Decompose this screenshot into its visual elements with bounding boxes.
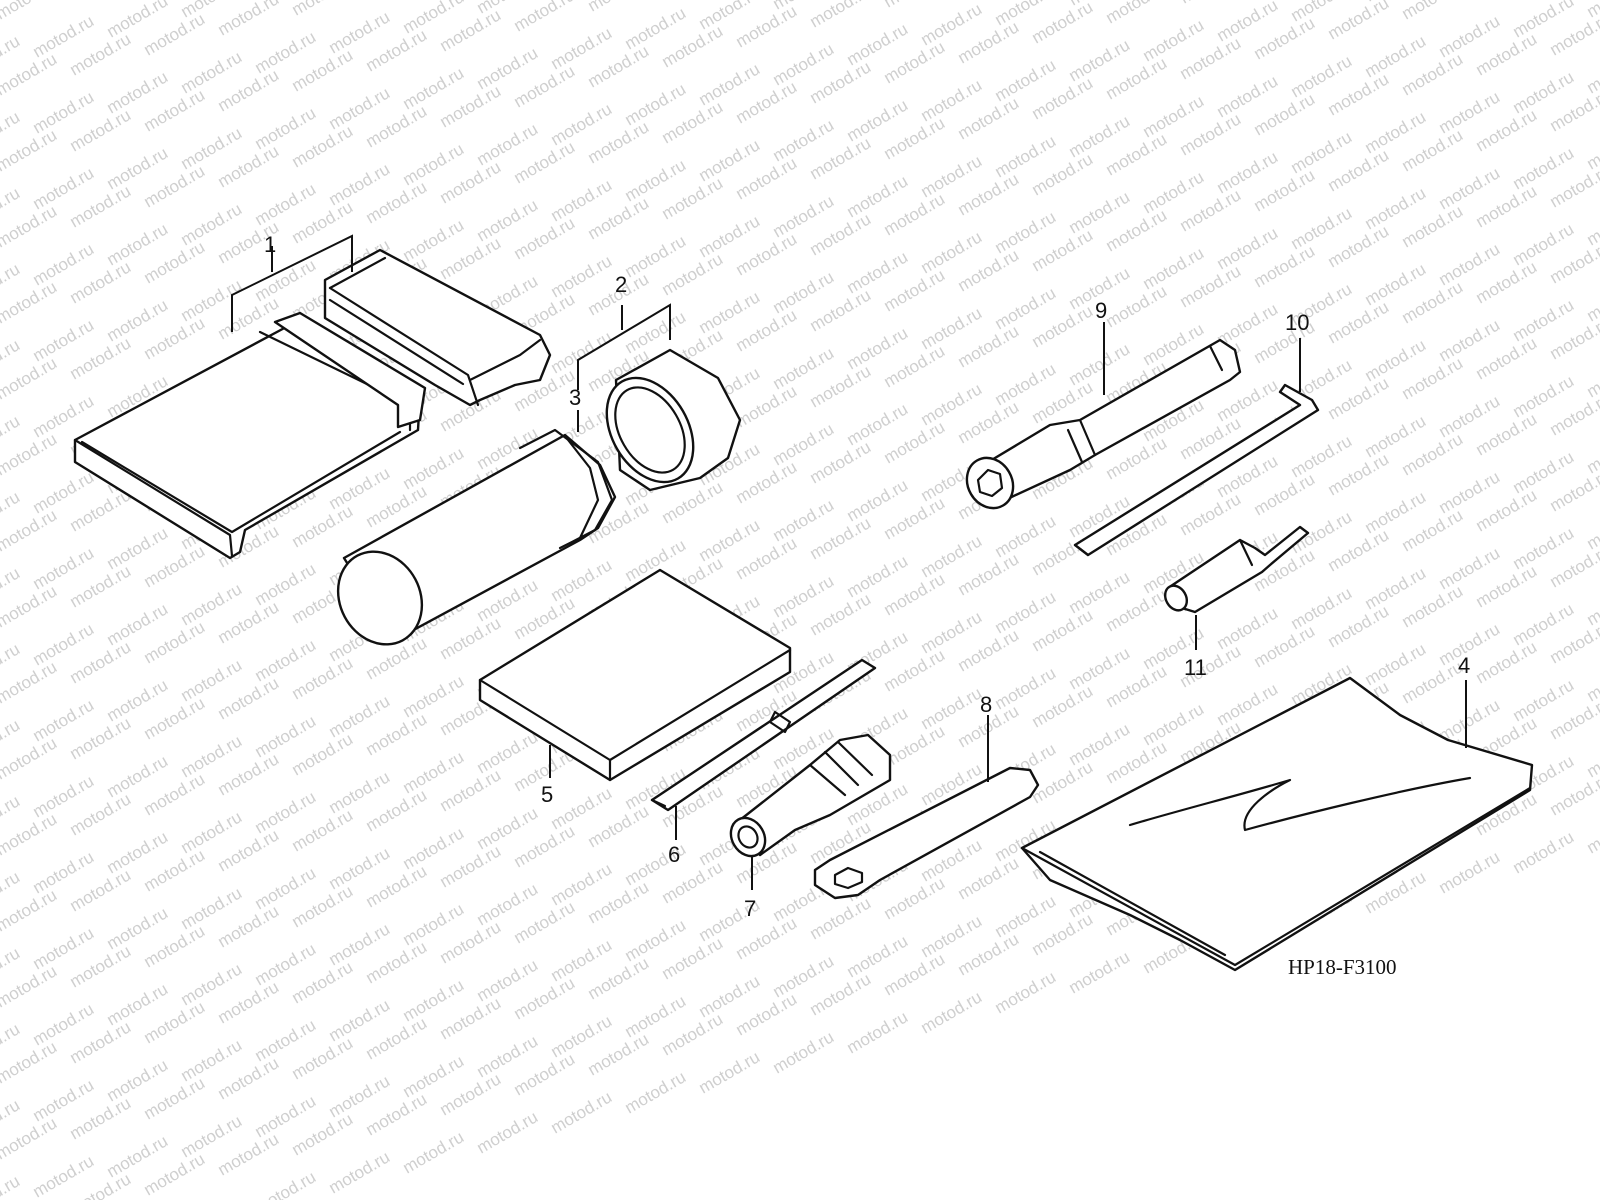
- watermark-text: motod.ru: [585, 0, 653, 15]
- watermark-text: motod.ru: [252, 1167, 320, 1200]
- watermark-text: motod.ru: [0, 201, 60, 251]
- watermark-text: motod.ru: [881, 0, 949, 11]
- watermark-text: motod.ru: [0, 1171, 23, 1200]
- watermark-text: motod.ru: [474, 1107, 542, 1157]
- callout-5: 5: [541, 782, 553, 807]
- callout-9: 9: [1095, 298, 1107, 323]
- callout-10: 10: [1285, 310, 1309, 335]
- watermark-text: motod.ru: [0, 353, 60, 403]
- part-9-box-spanner: [965, 338, 1242, 510]
- callout-4: 4: [1458, 653, 1470, 678]
- watermark-text: motod.ru: [0, 1037, 60, 1087]
- watermark-text: motod.ru: [1325, 0, 1393, 43]
- watermark-text: motod.ru: [0, 277, 60, 327]
- watermark-text: motod.ru: [0, 809, 60, 859]
- part-6-screwdriver: [650, 658, 877, 812]
- part-3-tool-case: [336, 428, 617, 646]
- watermark-text: motod.ru: [1399, 0, 1467, 23]
- watermark-text: motod.ru: [1103, 0, 1171, 27]
- callout-8: 8: [980, 692, 992, 717]
- watermark-text: motod.ru: [0, 505, 60, 555]
- part-4-tool-bag: [1020, 676, 1534, 972]
- callout-3: 3: [569, 385, 581, 410]
- callout-6: 6: [668, 842, 680, 867]
- leader-1: [231, 234, 353, 332]
- watermark-text: motod.ru: [1473, 0, 1541, 3]
- part-1-tool-holder: [323, 248, 552, 407]
- watermark-text: motod.ru: [67, 0, 135, 3]
- watermark-text: motod.ru: [0, 125, 60, 175]
- watermark-text: motod.ru: [918, 987, 986, 1037]
- part-8-ring-wrench: [813, 766, 1040, 900]
- watermark-text: motod.ru: [326, 1147, 394, 1197]
- watermark-text: motod.ru: [0, 49, 60, 99]
- part-5-owners-manual: [478, 568, 792, 782]
- diagram-code: HP18-F3100: [1288, 955, 1397, 979]
- part-7-screwdriver-grip: [729, 733, 892, 858]
- watermark-text: motod.ru: [511, 0, 579, 35]
- watermark-text: motod.ru: [400, 1127, 468, 1177]
- watermark-text: motod.ru: [1584, 807, 1600, 857]
- watermark-text: motod.ru: [1177, 0, 1245, 7]
- watermark-text: motod.ru: [1066, 947, 1134, 997]
- watermark-text: motod.ru: [0, 1113, 60, 1163]
- callout-7: 7: [744, 896, 756, 921]
- watermark-text: motod.ru: [215, 0, 283, 39]
- part-1-tool-tray: [73, 311, 427, 560]
- callout-1: 1: [264, 232, 276, 257]
- watermark-text: motod.ru: [1510, 827, 1578, 877]
- watermark-text: motod.ru: [0, 0, 60, 23]
- watermark-text: motod.ru: [289, 0, 357, 19]
- part-2-case-cap: [605, 348, 742, 492]
- watermark-text: motod.ru: [622, 1067, 690, 1117]
- watermark-text: motod.ru: [992, 967, 1060, 1017]
- watermark-text: motod.ru: [770, 1027, 838, 1077]
- watermark-text: motod.ru: [0, 961, 60, 1011]
- callout-2: 2: [615, 272, 627, 297]
- watermark-text: motod.ru: [0, 429, 60, 479]
- part-11-spoke-wrench: [1163, 525, 1310, 614]
- watermark-text: motod.ru: [0, 733, 60, 783]
- part-10-hex-key: [1073, 383, 1320, 557]
- watermark-text: motod.ru: [548, 1087, 616, 1137]
- watermark-text: motod.ru: [844, 1007, 912, 1057]
- leader-2: [577, 303, 671, 390]
- watermark-text: motod.ru: [807, 0, 875, 31]
- callout-11: 11: [1184, 655, 1207, 680]
- watermark-text: motod.ru: [1436, 847, 1504, 897]
- watermark-text: motod.ru: [0, 581, 60, 631]
- watermark-text: motod.ru: [0, 885, 60, 935]
- watermark-text: motod.ru: [696, 1047, 764, 1097]
- watermark-text: motod.ru: [0, 657, 60, 707]
